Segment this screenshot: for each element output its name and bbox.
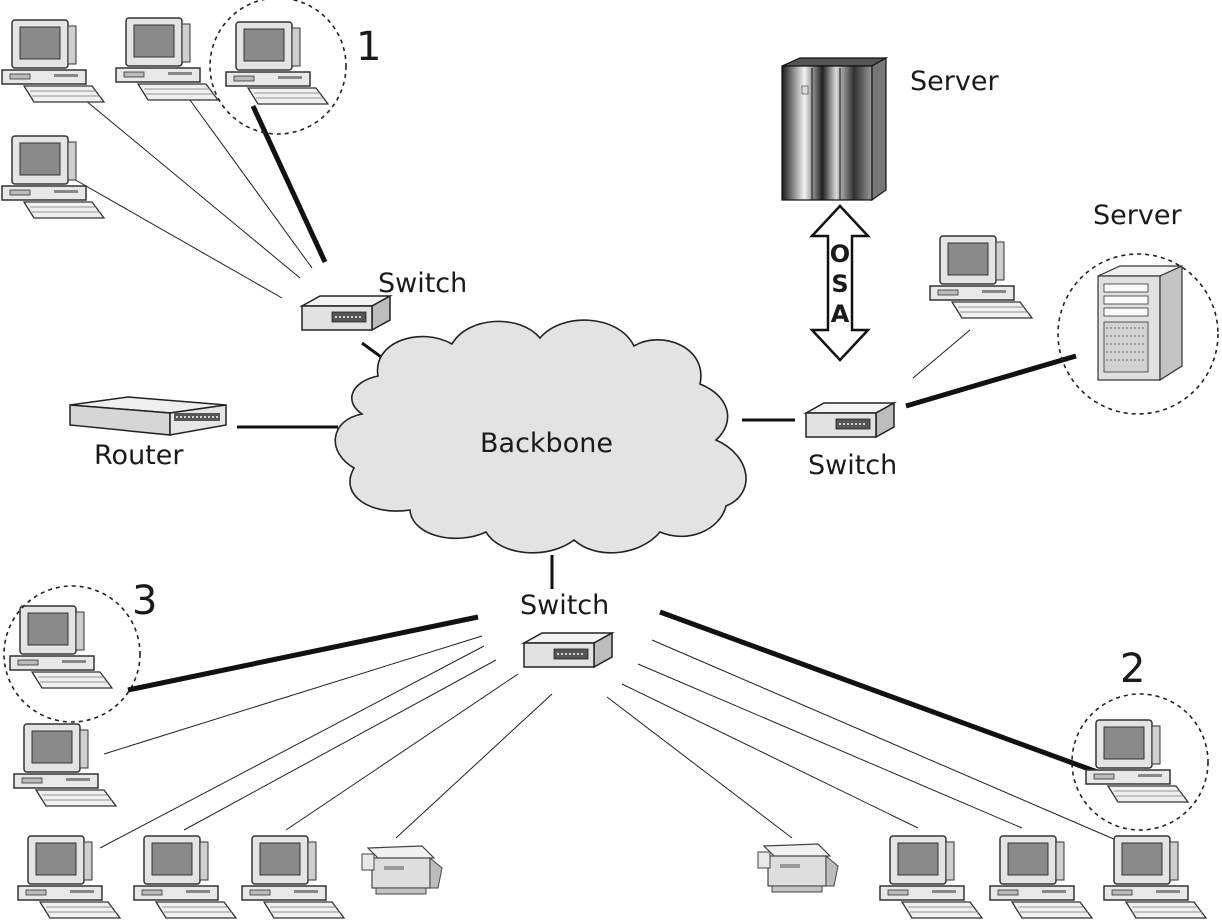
osa-letter-o: O <box>829 240 851 268</box>
callout-number-2: 2 <box>1120 646 1146 692</box>
link-callout-2 <box>659 609 1101 776</box>
desktop-computer-icon <box>13 723 117 807</box>
link-callout-1 <box>250 104 328 264</box>
thick-links <box>127 104 1101 776</box>
desktop-computer-icon <box>9 605 113 689</box>
desktop-computer-icon <box>879 835 983 919</box>
desktop-computer-icon <box>1 135 105 219</box>
desktop-computer-icon <box>989 835 1093 919</box>
callout-number-3: 3 <box>132 578 158 624</box>
desktop-computer-icon <box>1085 719 1189 803</box>
callout-circle-server <box>1057 253 1219 415</box>
link-bl-1 <box>103 635 483 755</box>
desktop-computer-icon <box>1103 835 1207 919</box>
link-sw-right-server <box>905 353 1077 409</box>
callout-circle-3 <box>3 585 141 723</box>
desktop-computer-icon <box>929 235 1033 319</box>
osa-letter-a: A <box>830 300 850 328</box>
router-label: Router <box>94 440 184 471</box>
laser-printer-icon <box>361 845 443 895</box>
link-callout-3 <box>127 614 479 693</box>
osa-arrow-icon <box>809 204 871 362</box>
link-pc4 <box>71 177 283 299</box>
link-bl-2 <box>99 645 485 849</box>
link-bl-4 <box>285 673 519 831</box>
link-br-printer <box>606 696 793 839</box>
tower-server-icon <box>1097 265 1183 382</box>
callout-number-1: 1 <box>356 24 382 70</box>
callout-circle-1 <box>209 0 347 135</box>
network-switch-icon <box>301 295 391 331</box>
switch-right-label: Switch <box>808 450 898 481</box>
desktop-computer-icon <box>115 17 219 101</box>
link-br-3 <box>651 639 1117 841</box>
switch-top-label: Switch <box>378 268 468 299</box>
desktop-computer-icon <box>133 835 237 919</box>
router-icon <box>69 396 227 436</box>
desktop-computer-icon <box>241 835 345 919</box>
server-top-label: Server <box>910 66 999 97</box>
link-pc1 <box>84 99 301 279</box>
network-switch-icon <box>523 632 613 668</box>
desktop-computer-icon <box>225 21 329 105</box>
link-pc2 <box>189 99 313 269</box>
server-right-label: Server <box>1093 200 1182 231</box>
link-bl-printer <box>395 693 553 839</box>
thin-links <box>71 99 1117 849</box>
link-br-2 <box>637 663 1023 829</box>
laser-printer-icon <box>757 843 839 893</box>
link-bl-3 <box>183 659 497 831</box>
network-switch-icon <box>805 402 895 438</box>
callout-circle-2 <box>1071 693 1209 831</box>
mainframe-server-icon <box>781 56 889 202</box>
backbone-cloud-icon <box>334 319 747 554</box>
link-br-1 <box>621 683 919 829</box>
desktop-computer-icon <box>1 19 105 103</box>
backbone-label: Backbone <box>480 428 613 459</box>
switch-bottom-label: Switch <box>520 590 610 621</box>
osa-letter-s: S <box>831 270 849 298</box>
desktop-computer-icon <box>17 835 121 919</box>
link-pc-right <box>912 329 971 379</box>
